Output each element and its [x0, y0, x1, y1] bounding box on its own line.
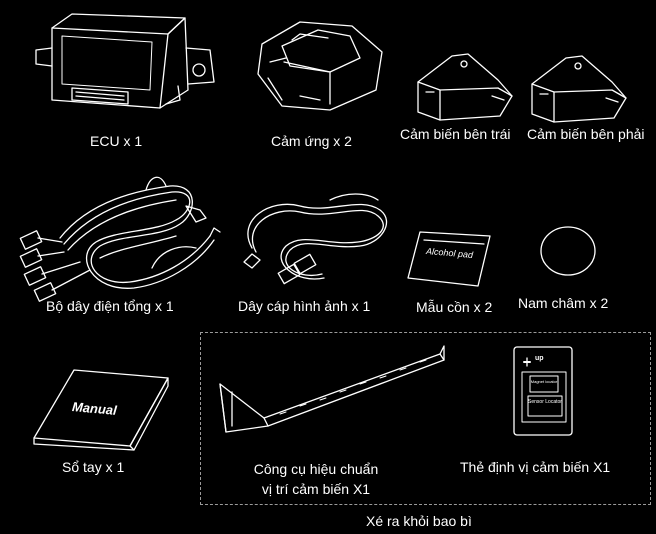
left-sensor-illustration [417, 53, 513, 121]
footer-note: Xé ra khỏi bao bì [366, 513, 472, 529]
magnet-label: Nam châm x 2 [518, 295, 609, 311]
left-sensor-label: Cảm biến bên trái [400, 126, 511, 142]
card-magnet-text: Magnet locator [530, 379, 558, 384]
calibration-tool-label-line2: vị trí cảm biến X1 [261, 481, 371, 497]
ecu-illustration [35, 13, 215, 109]
packaging-area-border [200, 332, 651, 505]
main-harness-label: Bộ dây điện tổng x 1 [46, 298, 174, 314]
calibration-tool-illustration [219, 345, 445, 433]
calibration-tool-label-line1: Công cụ hiệu chuẩn [253, 461, 379, 477]
magnet-illustration [540, 226, 596, 276]
video-cable-label: Dây cáp hình ảnh x 1 [238, 298, 371, 314]
card-up-text: up [535, 355, 544, 362]
manual-illustration [33, 369, 169, 451]
touch-sensor-label: Cảm ứng x 2 [271, 133, 352, 149]
touch-sensor-illustration [257, 21, 383, 111]
alcohol-pad-illustration [407, 231, 491, 287]
main-harness-illustration [19, 176, 221, 302]
locator-card-illustration [513, 346, 573, 436]
manual-label: Sổ tay x 1 [62, 459, 125, 475]
locator-card-label: Thẻ định vị cảm biến X1 [460, 459, 611, 475]
video-cable-illustration [243, 193, 388, 285]
right-sensor-label: Cảm biến bên phải [527, 126, 645, 142]
right-sensor-illustration [531, 55, 627, 123]
ecu-label: ECU x 1 [90, 133, 143, 149]
alcohol-pad-label: Mẫu cồn x 2 [416, 299, 493, 315]
card-sensor-text: Sensor Locator [528, 399, 562, 405]
